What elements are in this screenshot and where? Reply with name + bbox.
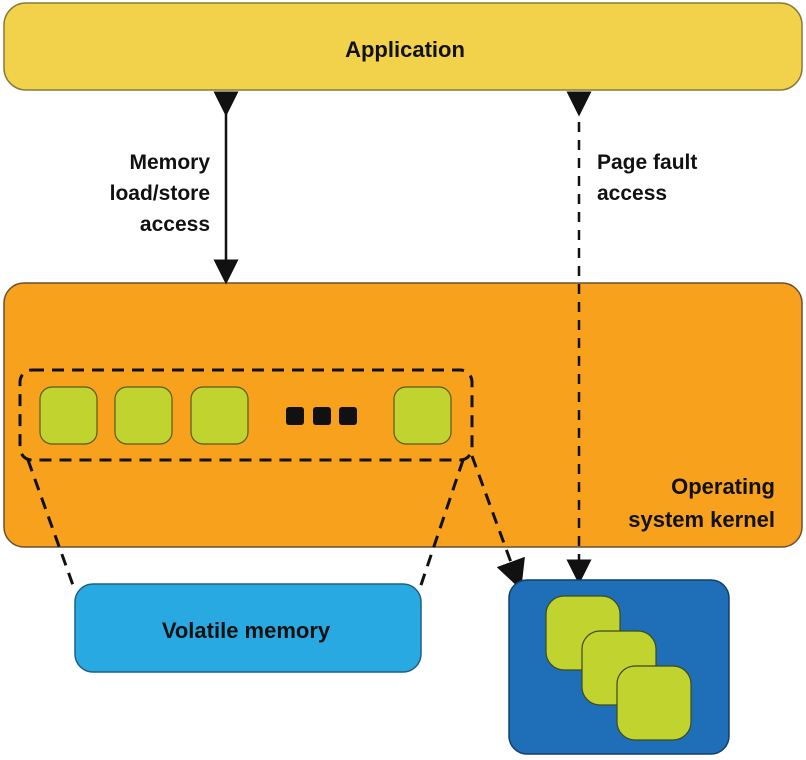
application-box: Application <box>3 2 803 91</box>
memory-page <box>393 386 452 445</box>
volatile-memory-label: Volatile memory <box>162 618 331 643</box>
volatile-memory-box: Volatile memory <box>74 583 422 673</box>
swap-arrow <box>470 455 525 591</box>
ellipsis-icon <box>286 407 357 425</box>
application-label: Application <box>345 37 465 62</box>
memory-access-label-line3: access <box>140 213 210 236</box>
volatile-projection-right <box>418 459 465 589</box>
memory-page <box>114 386 173 445</box>
storage-box <box>508 579 730 755</box>
memory-access-label-line1: Memory <box>129 151 210 174</box>
kernel-pages <box>39 386 452 445</box>
memory-page <box>190 386 249 445</box>
page-group-outline <box>18 368 474 462</box>
page-fault-label-line2: access <box>597 182 667 205</box>
page-fault-label-line1: Page fault <box>597 151 697 174</box>
kernel-label-line2: system kernel <box>628 507 775 532</box>
memory-access-label-line2: load/store <box>110 182 210 205</box>
stored-page <box>616 665 692 741</box>
memory-page <box>39 386 98 445</box>
kernel-label-line1: Operating <box>671 474 775 499</box>
volatile-projection-left <box>26 459 76 589</box>
